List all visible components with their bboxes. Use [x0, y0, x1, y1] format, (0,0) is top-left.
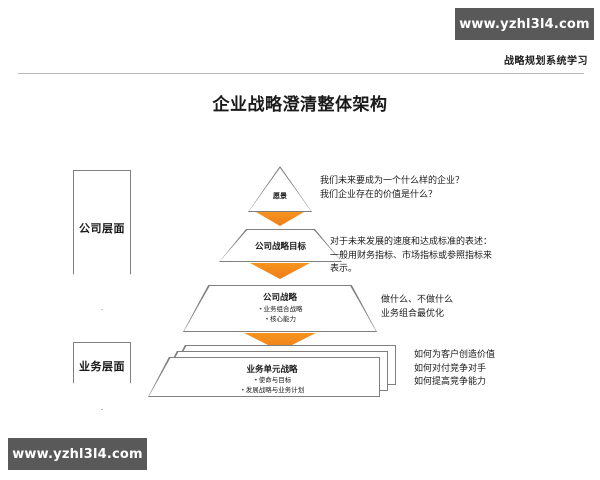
- bullet-dot-icon: •: [258, 305, 263, 313]
- tier-label-company-strategy: 公司战略: [262, 293, 297, 303]
- tier-bullets-company-strategy: •业务组合战略 •核心能力: [183, 304, 377, 324]
- header-divider: [18, 73, 584, 74]
- description-company-goals: 对于未来发展的速度和达成标准的表述： 一般用财务指标、市场指标或参照指标来 表示…: [330, 236, 492, 277]
- bullet-text: 业务组合战略: [263, 305, 303, 313]
- tier-label-vision: 愿景: [273, 192, 287, 200]
- level-arrow-business-label: 业务层面: [79, 360, 125, 373]
- header-subtitle: 战略规划系统学习: [504, 56, 588, 67]
- connector-arrow-2: [250, 263, 310, 279]
- bullet-dot-icon: •: [265, 315, 269, 324]
- description-vision: 我们未来要成为一个什么样的企业？ 我们企业存在的价值是什么？: [320, 175, 464, 202]
- bullet-item: •业务组合战略: [183, 304, 377, 314]
- tier-label-business-unit-strategy: 业务单元战略: [246, 365, 298, 375]
- pyramid-tier-company-goals: 公司战略目标: [219, 229, 342, 262]
- bullet-text: 核心能力: [270, 315, 296, 324]
- bullet-text: 使命与目标: [258, 376, 292, 384]
- pyramid-tier-business-unit-strategy: 业务单元战略 •使命与目标 •发展战略与业务计划: [148, 345, 396, 397]
- level-arrow-company: 公司层面: [73, 170, 131, 310]
- triangle-fill: [249, 168, 311, 211]
- bullet-text: 发展战略与业务计划: [245, 386, 305, 395]
- stack-layer-front-fill: [149, 358, 379, 396]
- pyramid-tier-vision: 愿景: [248, 166, 312, 212]
- description-line: 做什么、不做什么: [381, 295, 454, 305]
- description-business-unit-strategy: 如何为客户创造价值 如何对付竞争对手 如何提高竞争能力: [414, 349, 495, 390]
- description-line: 我们未来要成为一个什么样的企业？: [320, 176, 465, 186]
- page-title: 企业战略澄清整体架构: [212, 95, 388, 115]
- description-line: 如何提高竞争能力: [414, 377, 487, 387]
- bullet-item: •发展战略与业务计划: [148, 385, 396, 395]
- watermark-top: www.yzhl3l4.com: [455, 8, 594, 40]
- description-company-strategy: 做什么、不做什么 业务组合最优化: [381, 294, 453, 321]
- connector-arrow-1: [256, 212, 304, 226]
- tier-label-company-goals: 公司战略目标: [254, 242, 306, 252]
- bullet-dot-icon: •: [253, 376, 258, 384]
- description-line: 如何对付竞争对手: [414, 363, 487, 374]
- pyramid-tier-company-strategy: 公司战略 •业务组合战略 •核心能力: [183, 285, 377, 332]
- stack-layer-front: [148, 357, 380, 397]
- bullet-dot-icon: •: [240, 386, 245, 395]
- tier-bullets-business-unit-strategy: •使命与目标 •发展战略与业务计划: [148, 375, 396, 395]
- bullet-item: •核心能力: [183, 314, 377, 324]
- level-arrow-business: 业务层面: [73, 342, 131, 410]
- description-line: 对于未来发展的速度和达成标准的表述：: [330, 237, 493, 247]
- bullet-item: •使命与目标: [148, 375, 396, 385]
- description-line: 表示。: [330, 264, 358, 274]
- description-line: 如何为客户创造价值: [414, 350, 496, 360]
- description-line: 一般用财务指标、市场指标或参照指标来: [330, 250, 493, 261]
- trapezoid-fill: [184, 286, 376, 331]
- watermark-top-text: www.yzhl3l4.com: [459, 16, 590, 32]
- watermark-bottom-text: www.yzhl3l4.com: [12, 446, 143, 462]
- watermark-bottom: www.yzhl3l4.com: [8, 438, 147, 470]
- description-line: 我们企业存在的价值是什么？: [320, 189, 438, 200]
- description-line: 业务组合最优化: [381, 308, 445, 319]
- level-arrow-company-label: 公司层面: [79, 222, 125, 235]
